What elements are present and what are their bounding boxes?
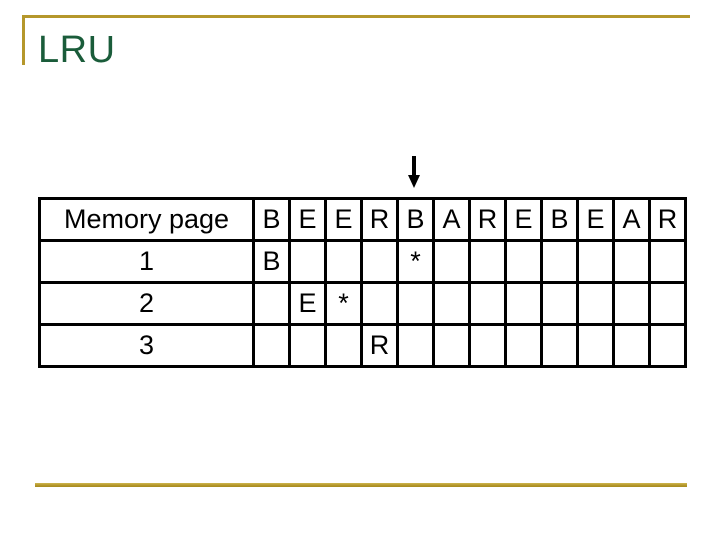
reference-letter-cell: E [576, 197, 615, 242]
empty-cell [360, 281, 399, 326]
empty-cell [324, 323, 363, 368]
reference-letter-cell: B [540, 197, 579, 242]
empty-cell [432, 281, 471, 326]
reference-letter-cell: R [468, 197, 507, 242]
reference-letter-cell: A [432, 197, 471, 242]
empty-cell [504, 239, 543, 284]
page-load-cell: R [360, 323, 399, 368]
empty-cell [648, 239, 687, 284]
frame-number-cell: 2 [38, 281, 255, 326]
reference-letter-cell: R [648, 197, 687, 242]
empty-cell [288, 323, 327, 368]
reference-letter-cell: R [360, 197, 399, 242]
empty-cell [288, 239, 327, 284]
memory-page-header: Memory page [38, 197, 255, 242]
empty-cell [468, 239, 507, 284]
empty-cell [360, 239, 399, 284]
empty-cell [396, 281, 435, 326]
frame-number-cell: 1 [38, 239, 255, 284]
reference-letter-cell: B [396, 197, 435, 242]
frame-number-cell: 3 [38, 323, 255, 368]
page-load-cell: B [252, 239, 291, 284]
empty-cell [648, 323, 687, 368]
empty-cell [324, 239, 363, 284]
empty-cell [504, 281, 543, 326]
empty-cell [252, 281, 291, 326]
reference-letter-cell: E [324, 197, 363, 242]
reference-letter-cell: E [288, 197, 327, 242]
empty-cell [540, 281, 579, 326]
reference-letter-cell: A [612, 197, 651, 242]
empty-cell [396, 323, 435, 368]
empty-cell [432, 239, 471, 284]
reference-letter-cell: B [252, 197, 291, 242]
empty-cell [252, 323, 291, 368]
page-load-cell: E [288, 281, 327, 326]
slide-title: LRU [38, 29, 116, 71]
empty-cell [576, 323, 615, 368]
empty-cell [576, 281, 615, 326]
hit-star-cell: * [396, 239, 435, 284]
reference-letter-cell: E [504, 197, 543, 242]
empty-cell [468, 281, 507, 326]
current-reference-arrow-icon [407, 156, 421, 189]
empty-cell [468, 323, 507, 368]
empty-cell [540, 239, 579, 284]
empty-cell [612, 239, 651, 284]
hit-star-cell: * [324, 281, 363, 326]
empty-cell [432, 323, 471, 368]
title-frame-top-line [22, 15, 690, 18]
empty-cell [648, 281, 687, 326]
footer-rule [35, 483, 687, 487]
empty-cell [612, 323, 651, 368]
empty-cell [540, 323, 579, 368]
empty-cell [612, 281, 651, 326]
empty-cell [576, 239, 615, 284]
title-frame-left-line [22, 15, 25, 65]
empty-cell [504, 323, 543, 368]
